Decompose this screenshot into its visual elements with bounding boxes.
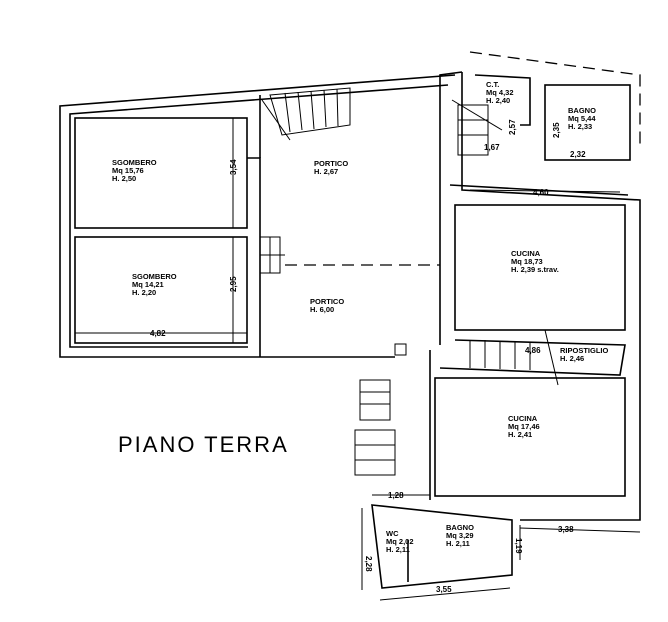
dim-460: 4,60	[533, 188, 549, 197]
dim-482: 4,82	[150, 329, 166, 338]
dim-295: 2,95	[229, 276, 238, 292]
dim-232: 2,32	[570, 150, 586, 159]
dim-338: 3,38	[558, 525, 574, 534]
small-steps	[259, 236, 285, 274]
dim-119: 1,19	[514, 538, 523, 554]
left-building-walls	[59, 74, 456, 358]
dim-167: 1,67	[484, 143, 500, 152]
dim-486: 4,86	[525, 346, 541, 355]
stair-left	[354, 379, 396, 476]
dim-355: 3,55	[436, 585, 452, 594]
dim-235: 2,35	[552, 122, 561, 138]
dim-354: 3,54	[229, 159, 238, 175]
ct-stair	[451, 99, 503, 156]
plan-title: PIANO TERRA	[118, 432, 289, 457]
stair-ripostiglio	[469, 329, 559, 386]
dim-257: 2,57	[508, 119, 517, 135]
dim-128: 1,28	[388, 491, 404, 500]
dim-228: 2,28	[364, 556, 373, 572]
bagno-wc-walls	[371, 504, 513, 589]
stair-top	[261, 87, 351, 141]
right-building-walls	[75, 51, 641, 601]
